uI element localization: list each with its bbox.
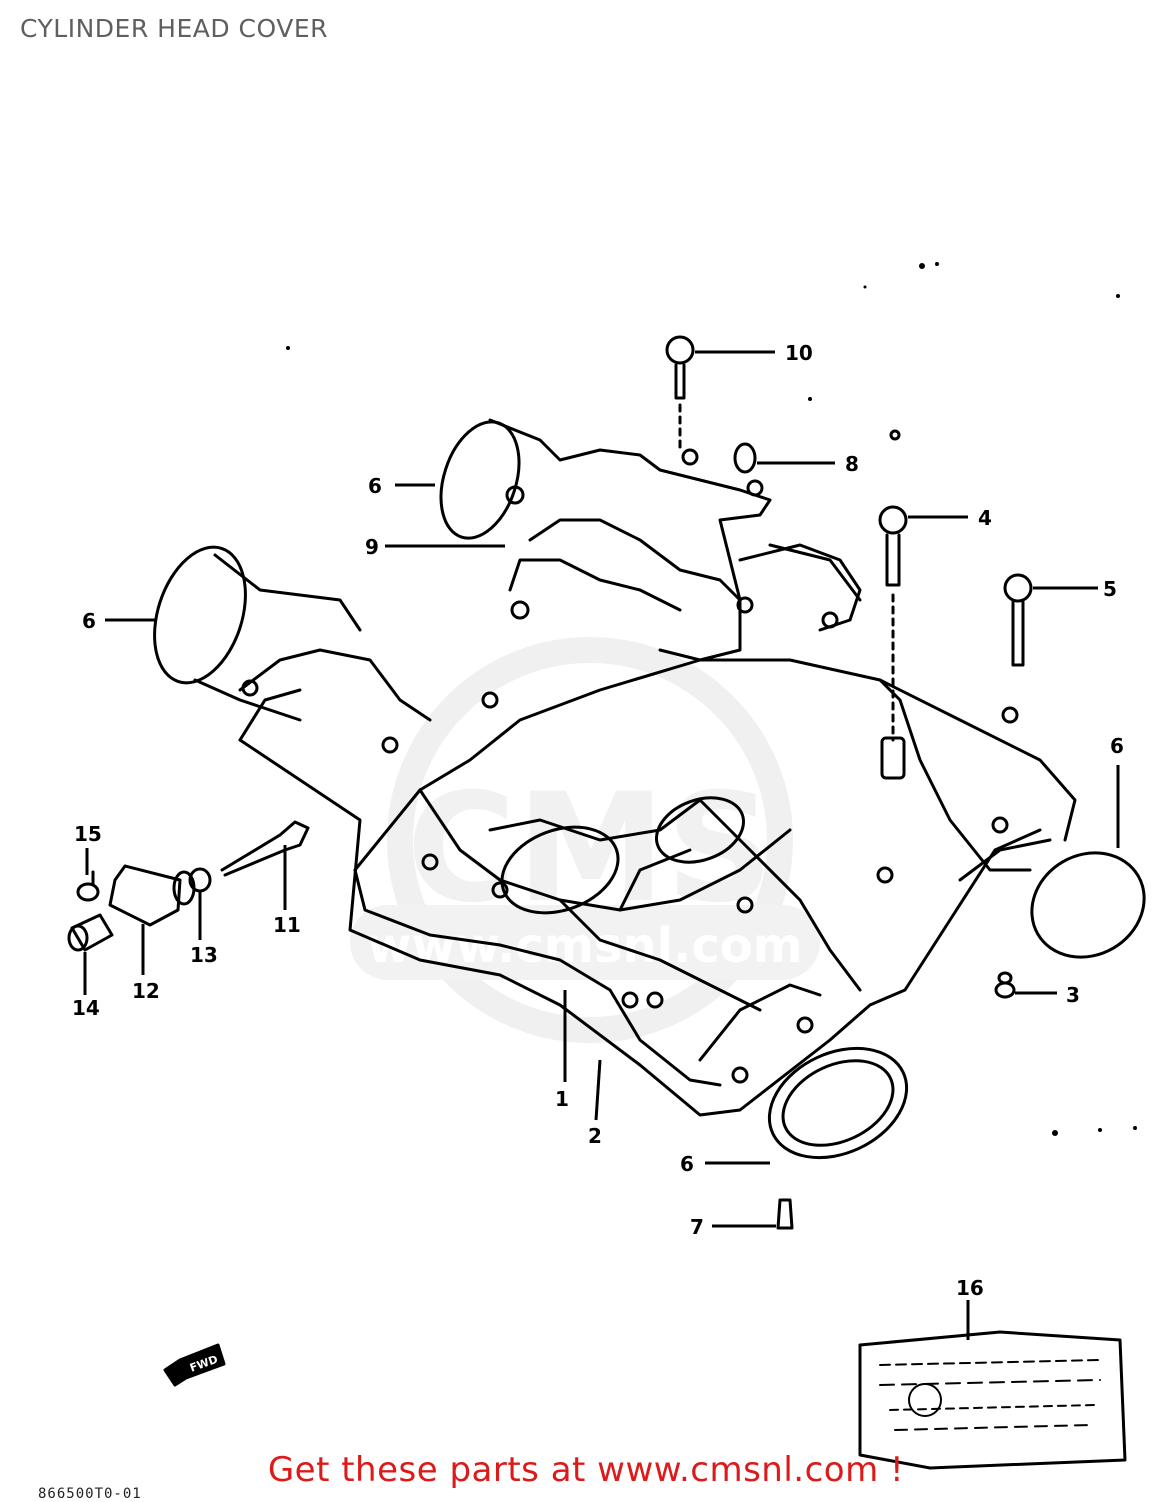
leader-lines	[83, 350, 1120, 1340]
end-cap-right	[1030, 851, 1146, 959]
callout-11: 11	[273, 913, 301, 937]
caution-label-16	[858, 1330, 1127, 1470]
callout-6-bottom: 6	[680, 1152, 694, 1176]
callout-8: 8	[845, 452, 859, 476]
screw-15	[76, 870, 100, 902]
head-cover-body	[353, 658, 1077, 872]
end-cap-left	[153, 545, 247, 685]
callout-5: 5	[1103, 577, 1117, 601]
callout-6-left: 6	[82, 609, 96, 633]
temperature-sensor-11	[220, 820, 310, 877]
callout-3: 3	[1066, 983, 1080, 1007]
callout-4: 4	[978, 506, 992, 530]
callout-15: 15	[74, 822, 102, 846]
washer-3	[994, 971, 1016, 999]
promo-link[interactable]: Get these parts at www.cmsnl.com !	[267, 1450, 905, 1490]
callout-labels: 1 2 3 4 5 6 6 6 6 7 8 9 10 11 12 13 14 1…	[72, 341, 1124, 1300]
callout-6-top: 6	[368, 474, 382, 498]
cylinder-head-cover-drawing	[67, 335, 1146, 1470]
plug-hole-left	[500, 825, 620, 915]
watermark-logo: CMS www.cmsnl.com	[350, 637, 820, 1043]
diagram-reference-code: 866500T0-01	[38, 1486, 142, 1502]
fitting-8	[733, 442, 757, 474]
end-cap-bottom	[767, 1046, 909, 1160]
gasket-13	[188, 867, 212, 893]
callout-6-right: 6	[1110, 734, 1124, 758]
callout-10: 10	[785, 341, 813, 365]
head-cover-gasket	[238, 738, 1042, 1117]
plug-hole-right	[654, 796, 746, 864]
callout-9: 9	[365, 535, 379, 559]
bolt-10	[665, 335, 695, 452]
callout-16: 16	[956, 1276, 984, 1300]
scan-specks	[286, 262, 1137, 1136]
bolt-5	[1003, 573, 1033, 667]
page-title: CYLINDER HEAD COVER	[20, 14, 329, 43]
bolt-4	[878, 505, 908, 780]
callout-2: 2	[588, 1124, 602, 1148]
forward-direction-arrow	[163, 1343, 226, 1387]
callout-12: 12	[132, 979, 160, 1003]
callout-7: 7	[690, 1215, 704, 1239]
callout-1: 1	[555, 1087, 569, 1111]
callout-14: 14	[72, 996, 100, 1020]
union-12	[108, 864, 196, 927]
bolt-7	[776, 1198, 794, 1230]
callout-13: 13	[190, 943, 218, 967]
plug-14	[67, 913, 114, 952]
